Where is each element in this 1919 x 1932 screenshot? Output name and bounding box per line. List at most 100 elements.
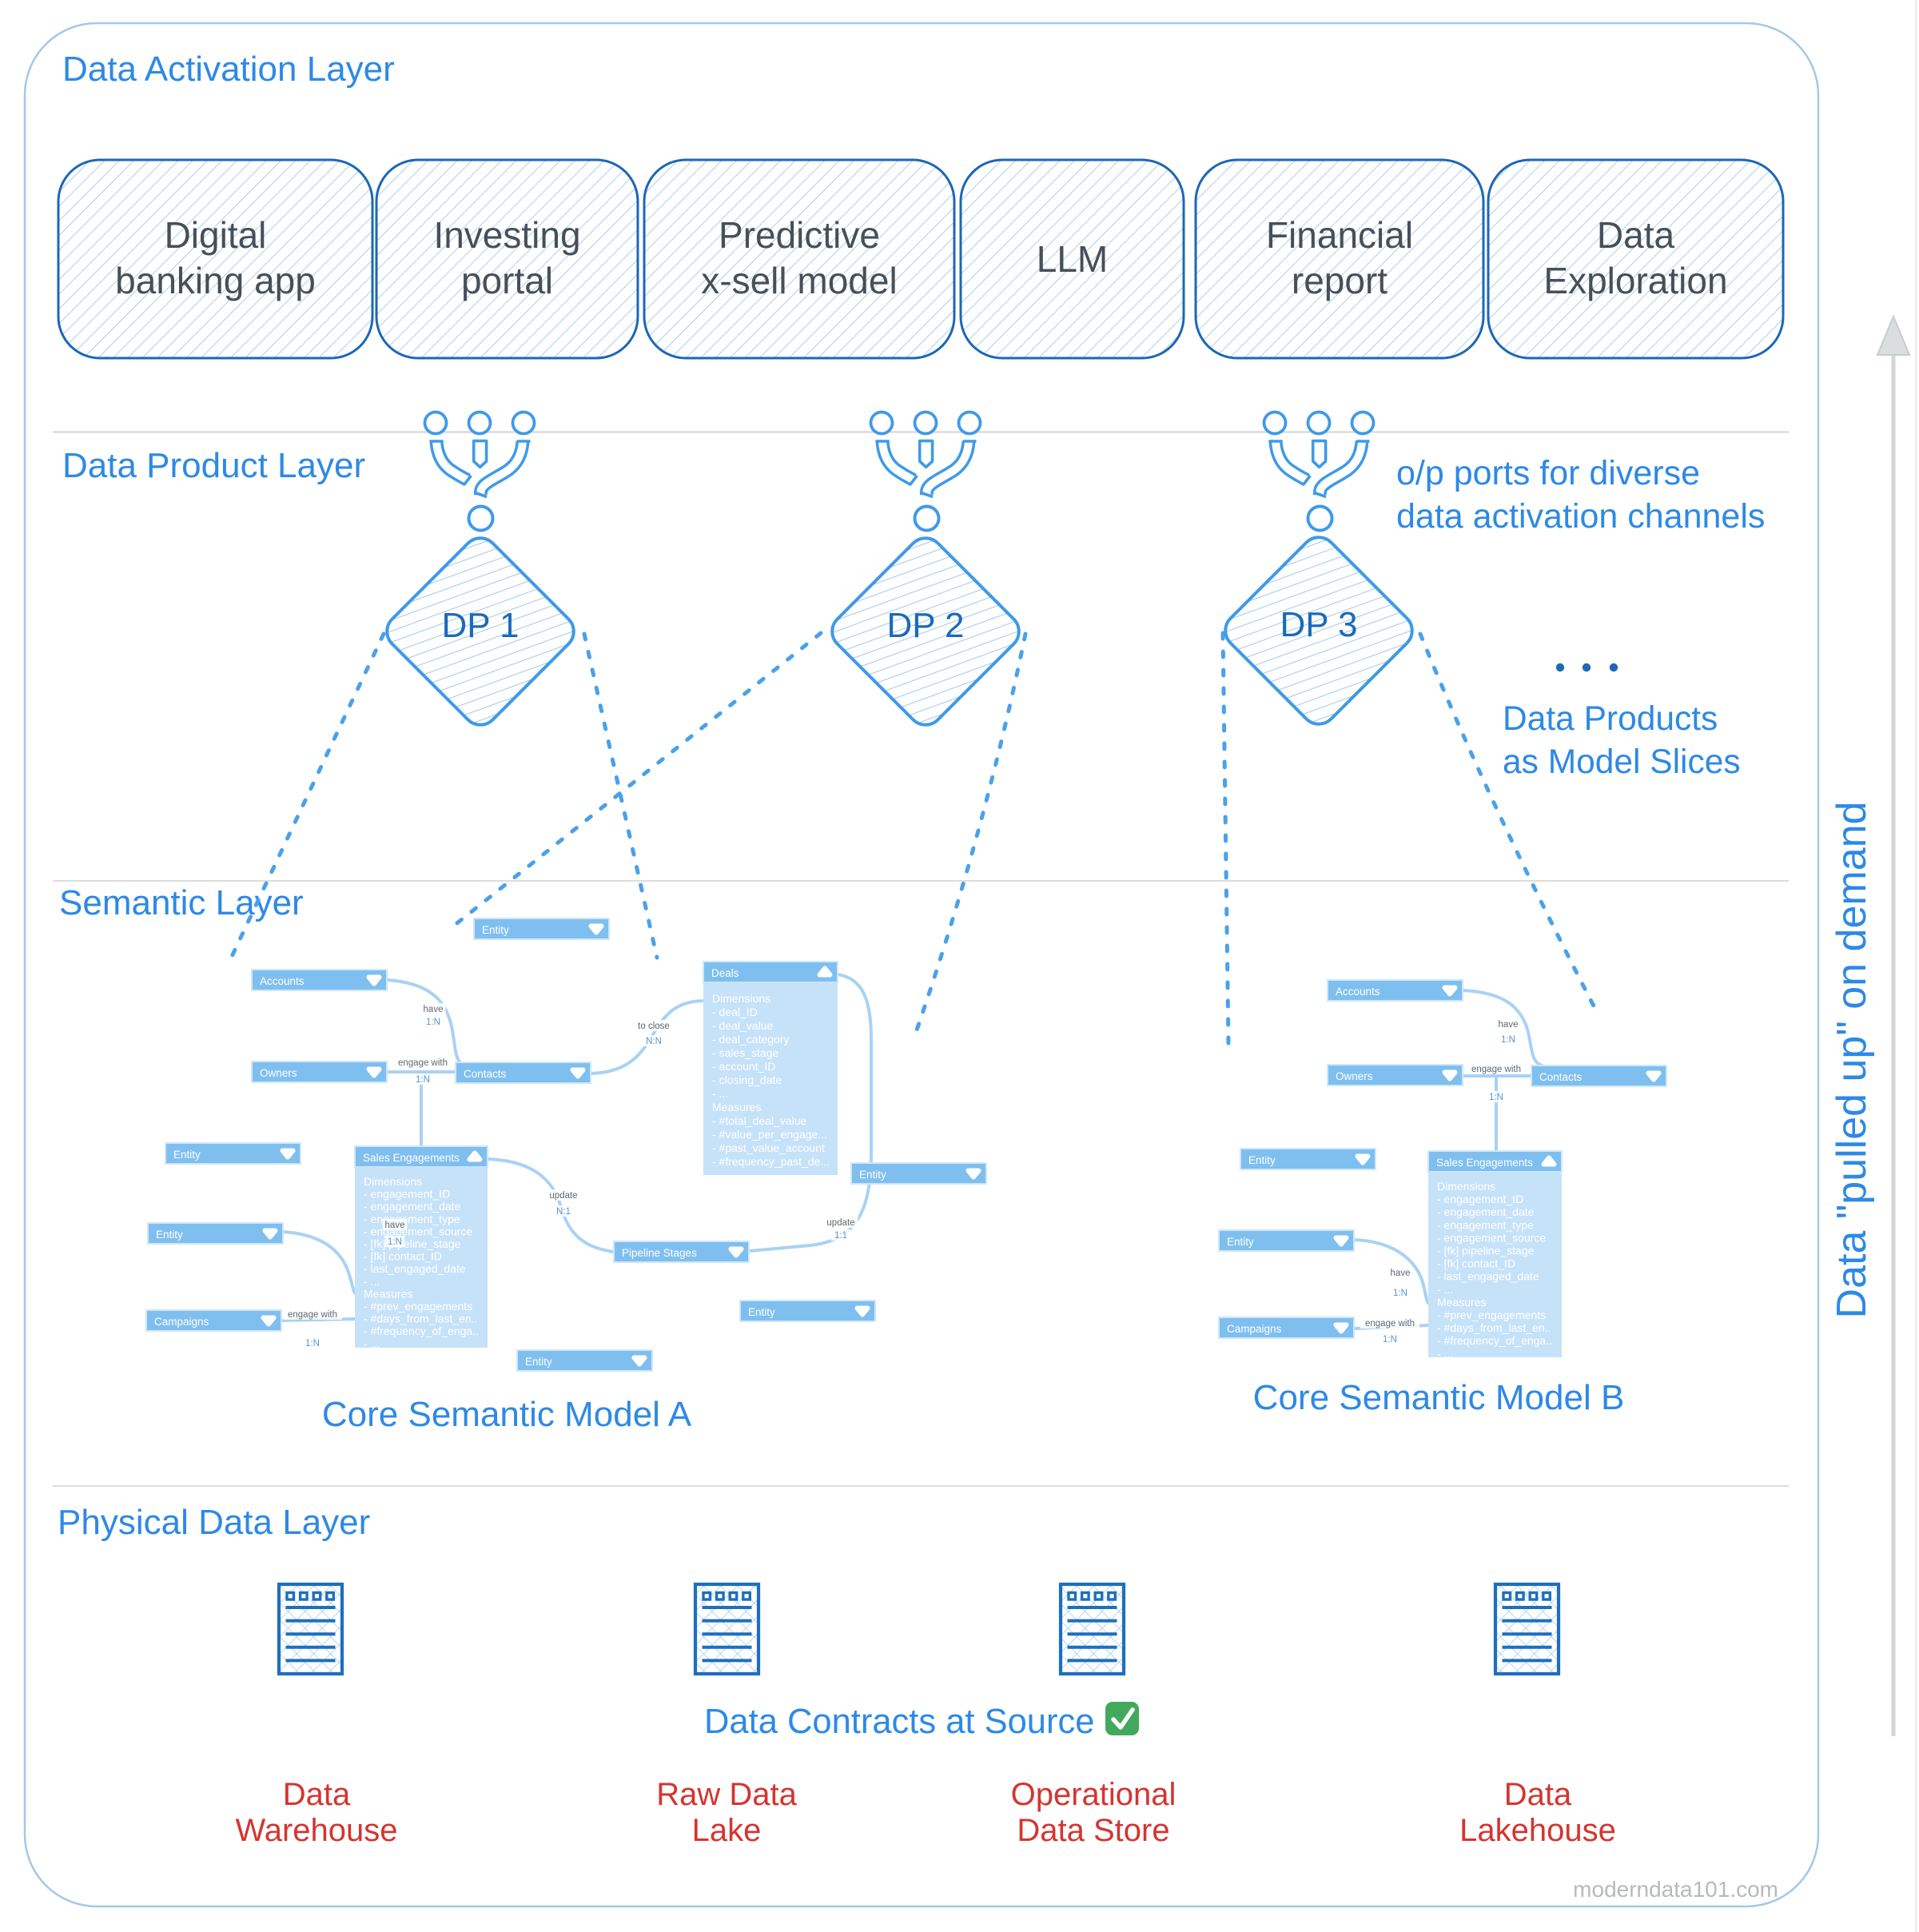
- svg-text:Financial: Financial: [1266, 214, 1413, 256]
- svg-text:DP 1: DP 1: [441, 606, 519, 645]
- svg-text:update: update: [826, 1218, 854, 1228]
- svg-text:- #prev_engagements: - #prev_engagements: [1437, 1309, 1546, 1321]
- svg-text:Lakehouse: Lakehouse: [1459, 1813, 1616, 1848]
- svg-text:have: have: [424, 1005, 444, 1014]
- svg-text:Data Activation Layer: Data Activation Layer: [62, 50, 395, 89]
- svg-text:Campaigns: Campaigns: [1227, 1323, 1282, 1335]
- svg-text:Digital: Digital: [165, 214, 267, 256]
- svg-text:have: have: [1499, 1020, 1519, 1030]
- svg-text:data activation channels: data activation channels: [1396, 497, 1765, 536]
- svg-text:Data Store: Data Store: [1017, 1813, 1169, 1848]
- svg-text:- last_engaged_date: - last_engaged_date: [1437, 1270, 1539, 1283]
- svg-text:- #frequency_of_enga..: - #frequency_of_enga..: [364, 1325, 479, 1337]
- svg-text:- engagement_ID: - engagement_ID: [364, 1188, 450, 1201]
- svg-text:Entity: Entity: [859, 1169, 886, 1181]
- svg-text:- ...: - ...: [712, 1087, 728, 1100]
- svg-text:Core Semantic Model B: Core Semantic Model B: [1253, 1378, 1625, 1417]
- svg-text:update: update: [549, 1191, 577, 1201]
- svg-text:- engagement_date: - engagement_date: [364, 1200, 461, 1213]
- svg-text:Pipeline Stages: Pipeline Stages: [622, 1247, 697, 1259]
- svg-text:1:1: 1:1: [834, 1231, 847, 1241]
- svg-text:- deal_ID: - deal_ID: [712, 1006, 758, 1018]
- svg-text:N:N: N:N: [646, 1037, 662, 1046]
- svg-text:Measures: Measures: [364, 1287, 412, 1300]
- svg-text:as Model Slices: as Model Slices: [1503, 743, 1741, 781]
- svg-text:Measures: Measures: [712, 1101, 761, 1113]
- svg-text:engage with: engage with: [288, 1310, 337, 1320]
- svg-text:Entity: Entity: [1248, 1154, 1276, 1166]
- svg-text:1:N: 1:N: [1501, 1035, 1515, 1045]
- svg-text:- engagement_source: - engagement_source: [1437, 1231, 1546, 1244]
- svg-text:1:N: 1:N: [388, 1237, 402, 1247]
- svg-text:engage with: engage with: [1471, 1065, 1521, 1074]
- svg-text:Entity: Entity: [482, 924, 509, 936]
- svg-text:have: have: [1391, 1269, 1411, 1278]
- svg-text:N:1: N:1: [556, 1207, 571, 1217]
- svg-text:Data Product Layer: Data Product Layer: [62, 446, 365, 485]
- svg-text:Data "pulled up" on demand: Data "pulled up" on demand: [1829, 802, 1875, 1319]
- svg-text:- [fk] contact_ID: - [fk] contact_ID: [1437, 1257, 1515, 1270]
- svg-text:1:N: 1:N: [1383, 1335, 1397, 1344]
- svg-text:report: report: [1292, 260, 1387, 301]
- svg-text:DP 3: DP 3: [1280, 605, 1357, 644]
- svg-text:- ...: - ...: [364, 1275, 380, 1288]
- svg-text:Data Contracts at Source: Data Contracts at Source: [704, 1703, 1094, 1741]
- svg-text:- engagement_source: - engagement_source: [364, 1225, 472, 1237]
- svg-text:- [fk] contact_ID: - [fk] contact_ID: [364, 1250, 442, 1263]
- svg-text:1:N: 1:N: [1393, 1289, 1407, 1298]
- svg-text:Accounts: Accounts: [260, 975, 305, 987]
- svg-text:- last_engaged_date: - last_engaged_date: [364, 1262, 466, 1275]
- svg-text:LLM: LLM: [1037, 238, 1108, 280]
- svg-text:- engagement_type: - engagement_type: [364, 1213, 460, 1225]
- svg-text:Measures: Measures: [1437, 1296, 1486, 1309]
- svg-text:1:N: 1:N: [1489, 1093, 1503, 1102]
- svg-text:Entity: Entity: [156, 1229, 183, 1241]
- svg-text:Predictive: Predictive: [719, 214, 880, 256]
- svg-text:- sales_stage: - sales_stage: [712, 1046, 778, 1059]
- svg-text:to close: to close: [638, 1022, 670, 1031]
- svg-text:- #prev_engagements: - #prev_engagements: [364, 1300, 472, 1313]
- svg-text:DP 2: DP 2: [886, 606, 964, 645]
- svg-text:banking app: banking app: [115, 260, 316, 301]
- svg-text:- engagement_ID: - engagement_ID: [1437, 1193, 1523, 1205]
- svg-text:Contacts: Contacts: [464, 1068, 507, 1080]
- svg-text:- #value_per_engage...: - #value_per_engage...: [712, 1128, 827, 1141]
- svg-text:- ...: - ...: [364, 1337, 380, 1350]
- svg-text:Contacts: Contacts: [1539, 1071, 1583, 1083]
- svg-text:- #total_deal_value: - #total_deal_value: [712, 1114, 807, 1127]
- svg-text:- #days_from_last_en..: - #days_from_last_en..: [1437, 1321, 1551, 1334]
- svg-text:Entity: Entity: [525, 1356, 552, 1368]
- svg-text:- closing_date: - closing_date: [712, 1074, 782, 1086]
- svg-text:- deal_value: - deal_value: [712, 1019, 773, 1032]
- svg-text:Owners: Owners: [260, 1067, 297, 1079]
- svg-text:have: have: [385, 1221, 405, 1230]
- svg-text:Data: Data: [1597, 214, 1675, 256]
- svg-text:Accounts: Accounts: [1336, 986, 1380, 998]
- svg-text:moderndata101.com: moderndata101.com: [1573, 1877, 1778, 1902]
- svg-text:x-sell model: x-sell model: [701, 260, 897, 301]
- svg-text:Entity: Entity: [173, 1149, 201, 1161]
- svg-text:Campaigns: Campaigns: [154, 1316, 209, 1328]
- svg-text:engage with: engage with: [398, 1058, 448, 1068]
- svg-text:- #past_value_account: - #past_value_account: [712, 1141, 825, 1154]
- svg-text:Entity: Entity: [748, 1306, 775, 1318]
- svg-text:o/p ports for diverse: o/p ports for diverse: [1396, 454, 1700, 492]
- svg-text:- deal_category: - deal_category: [712, 1033, 790, 1046]
- svg-text:Sales Engagements: Sales Engagements: [1436, 1157, 1533, 1169]
- svg-text:Raw Data: Raw Data: [656, 1777, 797, 1812]
- svg-text:portal: portal: [461, 260, 553, 301]
- svg-text:Investing: Investing: [433, 214, 580, 256]
- svg-text:1:N: 1:N: [416, 1075, 430, 1085]
- svg-text:Data: Data: [283, 1777, 351, 1812]
- svg-text:Dimensions: Dimensions: [364, 1175, 422, 1188]
- svg-text:- [fk] pipeline_stage: - [fk] pipeline_stage: [1437, 1245, 1535, 1257]
- svg-text:1:N: 1:N: [426, 1018, 440, 1027]
- svg-text:- ...: - ...: [1437, 1347, 1453, 1360]
- svg-text:Dimensions: Dimensions: [1437, 1180, 1495, 1193]
- svg-text:Deals: Deals: [711, 967, 739, 979]
- svg-text:- #days_from_last_en..: - #days_from_last_en..: [364, 1313, 477, 1325]
- svg-text:- engagement_date: - engagement_date: [1437, 1205, 1535, 1218]
- svg-text:Operational: Operational: [1011, 1777, 1176, 1812]
- svg-text:Semantic Layer: Semantic Layer: [59, 883, 304, 922]
- svg-text:- [fk] pipeline_stage: - [fk] pipeline_stage: [364, 1237, 461, 1250]
